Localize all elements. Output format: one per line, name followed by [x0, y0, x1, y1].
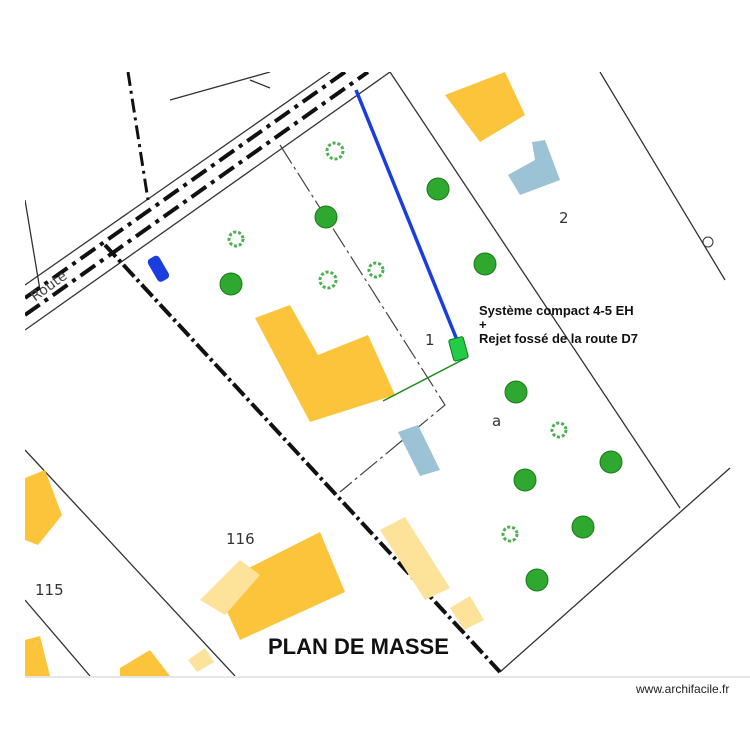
shrub-icon: [550, 421, 568, 439]
tree-icon: [599, 450, 623, 474]
annotation-line-1: Système compact 4-5 EH: [479, 303, 634, 318]
parcel-label-115: 115: [35, 581, 64, 599]
tree-icon: [504, 380, 528, 404]
tree-icon: [426, 177, 450, 201]
tree-icon: [525, 568, 549, 592]
shrub-icon: [501, 525, 519, 543]
annotation-line-3: Rejet fossé de la route D7: [479, 331, 638, 346]
parcel-label-1: 1: [425, 331, 435, 349]
road: [25, 72, 391, 331]
drain-line: [382, 357, 467, 402]
septic-annotation: Système compact 4-5 EH + Rejet fossé de …: [479, 304, 638, 346]
shrub-icon: [318, 270, 338, 290]
trees: [219, 177, 623, 592]
light-buildings: [188, 517, 484, 672]
parcel-label-116: 116: [226, 530, 255, 548]
shrub-icon: [227, 230, 245, 248]
annotation-line-2: +: [479, 317, 487, 332]
plan-title: PLAN DE MASSE: [268, 634, 449, 659]
car-icon: [147, 255, 170, 282]
tree-icon: [513, 468, 537, 492]
septic-tank: [448, 336, 469, 362]
shrubs: [227, 141, 568, 543]
boundary-line: [126, 72, 150, 201]
tree-icon: [219, 272, 243, 296]
tree-icon: [571, 515, 595, 539]
shrub-icon: [325, 141, 345, 161]
shrub-icon: [367, 261, 385, 279]
tree-icon: [314, 205, 338, 229]
parcel-label-2: 2: [559, 209, 569, 227]
parcel-lines: [25, 72, 731, 676]
watermark: www.archifacile.fr: [636, 682, 730, 696]
parcel-label-a: a: [492, 412, 502, 430]
buildings: [25, 72, 525, 676]
pipe-line: [354, 89, 459, 341]
tree-icon: [473, 252, 497, 276]
boundary-line: [103, 243, 502, 674]
annex-buildings: [398, 140, 714, 476]
plot-boundary: [279, 144, 446, 493]
